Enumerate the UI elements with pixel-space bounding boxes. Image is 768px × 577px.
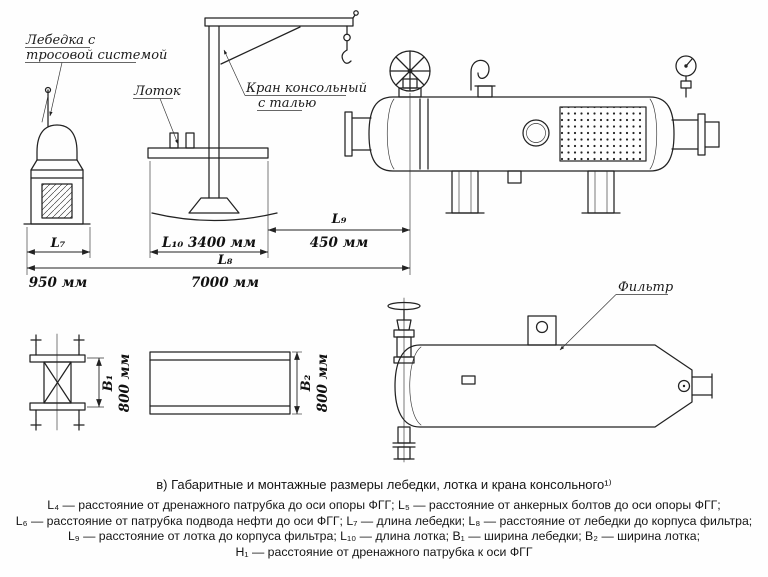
dim-value-L9: 450 мм (310, 235, 369, 251)
tray-leader-line (159, 98, 179, 145)
pressure-gauge-icon (675, 55, 697, 98)
dim-label-B2: B₂ (299, 374, 314, 392)
dim-label-L7: L₇ (50, 236, 66, 251)
dim-label-B1: B₁ (101, 375, 116, 393)
top-dimensions: L₉ 450 мм L₁₀ 3400 мм L₇ L₈ 950 мм 7000 … (26, 93, 411, 291)
dim-value-B1: 800 мм (117, 354, 133, 413)
crane-hook-icon (341, 49, 352, 64)
winch-callout: Лебедка с тросовой системой (25, 33, 167, 117)
manhole (522, 119, 550, 147)
anchor-bolt-marks (30, 334, 85, 431)
filter-label: Фильтр (618, 280, 674, 295)
tray-plan-view (149, 351, 291, 415)
jib-tip-pulley (353, 10, 359, 16)
legend-line-4: H₁ — расстояние от дренажного патрубка к… (235, 544, 533, 559)
hoist-pulley (343, 33, 351, 42)
technical-drawing: Лебедка с тросовой системой Лоток Кран к… (23, 10, 720, 463)
crane-label-line2: с талью (258, 96, 316, 111)
lifting-lug (527, 315, 557, 346)
tray-front-view (147, 132, 269, 159)
winch-leader-line (49, 62, 63, 117)
perforated-plate (559, 106, 647, 162)
filter-side-view (387, 297, 713, 463)
dim-label-L8: L₈ (217, 253, 233, 268)
legend-line-2: L₆ — расстояние от патрубка подвода нефт… (15, 513, 753, 528)
dim-label-L10: L₁₀ 3400 мм (161, 235, 256, 251)
winch-front-view (23, 86, 91, 225)
separator-vessel (344, 50, 720, 214)
winch-label-line2: тросовой системой (26, 48, 167, 63)
crane-console (151, 10, 359, 222)
dim-value-B2: 800 мм (315, 354, 331, 413)
tray-label: Лоток (133, 84, 181, 99)
filter-valve-assembly (387, 297, 421, 463)
crane-leader-line (223, 49, 246, 96)
legend-line-3: L₉ — расстояние от лотка до корпуса филь… (67, 529, 701, 543)
dim-value-L7: 950 мм (29, 275, 88, 291)
legend-block: L₄ — расстояние от дренажного патрубка д… (0, 498, 768, 560)
winch-plan-view (29, 333, 86, 431)
winch-label-line1: Лебедка с (25, 33, 96, 48)
legend-line-1: L₄ — расстояние от дренажного патрубка д… (47, 498, 721, 512)
filter-leader-line (559, 294, 617, 351)
crane-callout: Кран консольный с талью (223, 49, 367, 111)
handwheel-icon (389, 50, 431, 92)
crane-label-line1: Кран консольный (245, 81, 367, 96)
dim-label-L9: L₉ (331, 212, 347, 227)
dim-value-L8: 7000 мм (191, 275, 259, 291)
lifting-hook-icon (470, 59, 490, 91)
tray-callout: Лоток (133, 84, 181, 145)
tray-width-dimension: B₂ 800 мм (292, 351, 331, 415)
filter-callout: Фильтр (559, 280, 674, 351)
winch-width-dimension: B₁ 800 мм (87, 354, 133, 413)
figure-caption: в) Габаритные и монтажные размеры лебедк… (156, 477, 612, 492)
